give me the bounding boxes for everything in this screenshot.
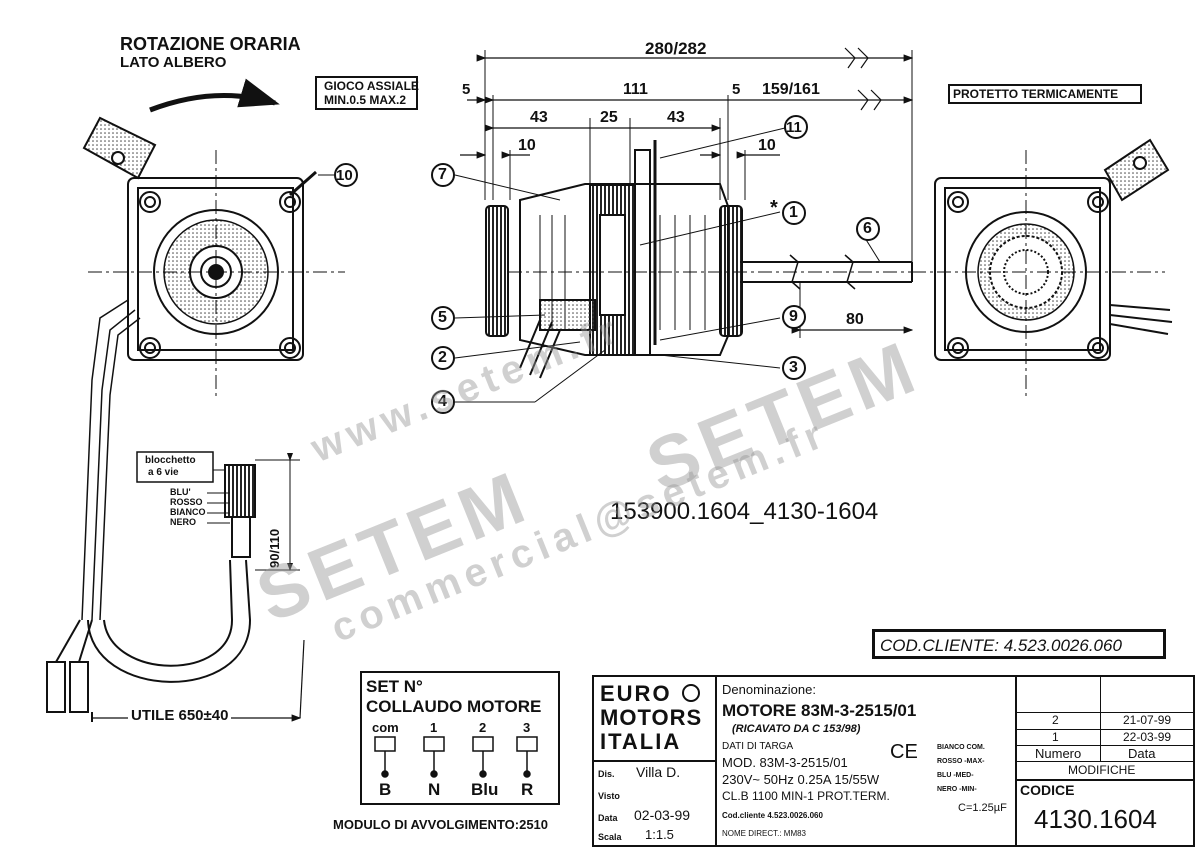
denom-title: MOTORE 83M-3-2515/01 (722, 701, 917, 720)
protetto-box (948, 84, 1142, 104)
capacitor: C=1.25µF (958, 802, 1007, 814)
dim-10-right: 10 (758, 137, 776, 154)
data-label: Data (598, 813, 618, 823)
rotation-arrow (149, 78, 280, 113)
drawing-number: 153900.1604_4130-1604 (610, 498, 879, 525)
terminal-com: com (372, 720, 399, 735)
title-divider-1 (715, 675, 717, 847)
wire-r: R (521, 780, 534, 799)
mod-row-1-date: 22-03-99 (1123, 730, 1172, 744)
wire-bianco: BIANCO (170, 507, 206, 517)
set-box (360, 671, 560, 805)
wire-blu-set: Blu (471, 780, 499, 799)
dim-159: 159/161 (762, 81, 820, 98)
dis-value: Villa D. (636, 764, 681, 780)
ricavato: (RICAVATO DA C 153/98) (732, 723, 861, 735)
callout-10: 10 (336, 167, 353, 184)
wire-rosso: ROSSO (170, 497, 203, 507)
gioco-assiale-box (315, 76, 418, 110)
wire-nero: NERO (170, 517, 197, 527)
dim-5-right: 5 (732, 81, 741, 98)
denom-label: Denominazione: (722, 682, 816, 697)
dim-43-right: 43 (667, 109, 685, 126)
scala-label: Scala (598, 832, 622, 842)
callout-11: 11 (786, 119, 802, 136)
wire-blu-med: BLU -MED- (937, 772, 974, 779)
mod-row-2-date: 21-07-99 (1123, 713, 1172, 727)
dim-star: * (770, 197, 778, 219)
terminal-2: 2 (479, 720, 487, 735)
callout-7: 7 (438, 166, 447, 183)
scala-value: 1:1.5 (645, 827, 674, 842)
callout-1: 1 (789, 204, 798, 221)
wire-rosso-max: ROSSO -MAX- (937, 758, 985, 765)
center-motor-view (318, 47, 916, 403)
codice-label: CODICE (1020, 782, 1075, 798)
left-motor-view (46, 116, 345, 722)
cod-cliente: COD.CLIENTE: 4.523.0026.060 (880, 636, 1122, 655)
rotation-sublabel: LATO ALBERO (120, 54, 227, 71)
mod-row-1-num: 1 (1052, 730, 1059, 744)
callout-2: 2 (438, 349, 447, 366)
codcli-label: Cod.cliente 4.523.0026.060 (722, 811, 823, 820)
dis-label: Dis. (598, 769, 615, 779)
callout-9: 9 (789, 308, 798, 325)
cable-length: UTILE 650±40 (128, 708, 232, 723)
rotation-label: ROTAZIONE ORARIA (120, 34, 301, 54)
mod-grid (1015, 675, 1195, 847)
targa-label: DATI DI TARGA (722, 741, 794, 752)
visto-label: Visto (598, 791, 620, 801)
nome-label: NOME DIRECT.: MM83 (722, 829, 807, 838)
wire-bianco-com: BIANCO COM. (937, 744, 985, 751)
connector-label: blocchetto (145, 455, 196, 466)
terminal-3: 3 (523, 720, 531, 735)
dim-43-left: 43 (530, 109, 548, 126)
codice-value: 4130.1604 (1034, 804, 1157, 834)
right-motor-view (912, 138, 1173, 400)
callout-6: 6 (863, 220, 872, 237)
fan-icon (682, 684, 700, 702)
dim-10-left: 10 (518, 137, 536, 154)
numero-header: Numero (1035, 746, 1082, 761)
cod-cliente-box (872, 629, 1166, 659)
dim-111: 111 (623, 81, 648, 98)
dim-80: 80 (846, 311, 864, 328)
logo-motors: MOTORS (600, 705, 703, 730)
class-label: CL.B 1100 MIN-1 PROT.TERM. (722, 789, 890, 803)
mod-row-2-num: 2 (1052, 713, 1059, 727)
dim-overall: 280/282 (645, 39, 707, 58)
wire-nero-min: NERO -MIN- (937, 786, 977, 793)
callout-5: 5 (438, 309, 447, 326)
gioco-values: MIN.0.5 MAX.2 (324, 93, 407, 107)
ce-mark: CE (890, 741, 918, 763)
logo-euro: EURO (600, 681, 672, 706)
mod-label: MOD. 83M-3-2515/01 (722, 755, 848, 770)
wire-b: B (379, 780, 392, 799)
data-header: Data (1128, 746, 1156, 761)
logo-italia: ITALIA (600, 729, 682, 754)
callout-4: 4 (438, 393, 447, 410)
protetto-label: PROTETTO TERMICAMENTE (953, 87, 1119, 101)
dim-25: 25 (600, 109, 618, 126)
terminal-1: 1 (430, 720, 438, 735)
dim-5-left: 5 (462, 81, 471, 98)
gioco-label: GIOCO ASSIALE (324, 79, 419, 93)
modulo-label: MODULO DI AVVOLGIMENTO:2510 (333, 817, 549, 832)
wire-n: N (428, 780, 441, 799)
data-value: 02-03-99 (634, 807, 691, 823)
wire-blu: BLU' (170, 487, 191, 497)
rating: 230V~ 50Hz 0.25A 15/55W (722, 772, 880, 787)
set-label: SET N° (366, 677, 423, 696)
connector-sublabel: a 6 vie (148, 467, 179, 478)
logo-divider (592, 760, 715, 762)
callout-3: 3 (789, 359, 798, 376)
collaudo-label: COLLAUDO MOTORE (366, 697, 542, 716)
terminal-diagram (374, 736, 538, 778)
modifiche-title: MODIFICHE (1068, 763, 1136, 777)
